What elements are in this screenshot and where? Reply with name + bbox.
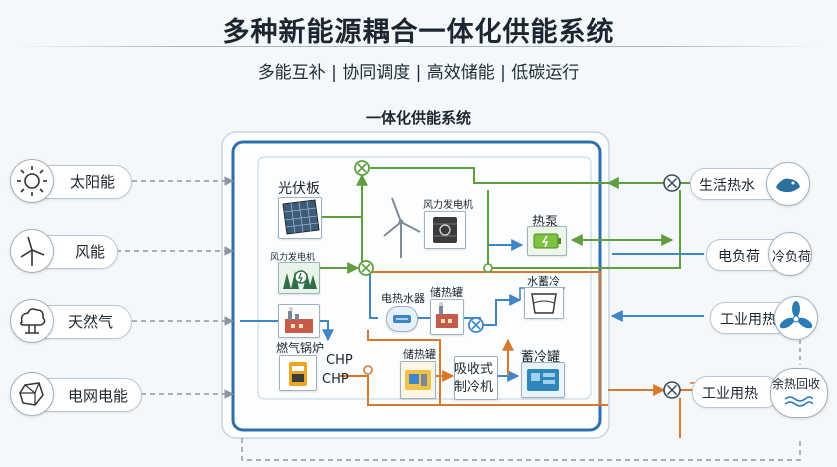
source-wind-label: 风能 [75, 243, 106, 261]
heat-storage-top[interactable] [430, 299, 464, 335]
cold-tank-icon [527, 369, 559, 391]
green-flow-heatpump [487, 190, 681, 269]
boiler-icon [289, 362, 307, 386]
absorption-chiller-label-line2: 制冷机 [454, 380, 494, 395]
wind-gen-left-label: 风力发电机 [270, 253, 316, 263]
blue-flow-chiller [484, 294, 522, 326]
source-grid-icon-circle [10, 372, 54, 416]
gas-component[interactable] [278, 304, 320, 338]
heat-pump[interactable] [527, 226, 567, 256]
junction-dhw [663, 174, 681, 192]
junction-top [354, 160, 370, 176]
source-gas-label: 天然气 [68, 313, 114, 331]
grid-power-icon [19, 382, 44, 406]
orange-flow-main [370, 271, 601, 405]
sun-icon [17, 166, 47, 196]
wind-gen-center-label: 风力发电机 [423, 200, 473, 211]
heat-storage-bottom-label: 储热罐 [403, 348, 436, 361]
output-industrial-heat-1-label: 工业用热 [720, 312, 776, 328]
output-industrial-heat-2-label: 工业用热 [702, 386, 758, 402]
storage-factory-icon [436, 302, 458, 328]
output-dhw-icon-circle [766, 162, 810, 206]
generator-barrel-icon [433, 217, 457, 243]
output-industrial-heat-2-pill[interactable] [692, 376, 780, 408]
factory-icon [285, 307, 313, 333]
source-grid-label: 电网电能 [68, 387, 129, 405]
cold-storage-label: 蓄冷罐 [521, 350, 561, 365]
pv-label: 光伏板 [278, 181, 320, 197]
junction-center [358, 260, 374, 276]
absorption-chiller[interactable] [454, 356, 498, 400]
output-dhw-label: 生活热水 [699, 178, 755, 194]
absorption-chiller-label-line1: 吸收式 [454, 362, 494, 377]
chp-label-1: CHP [326, 353, 353, 368]
water-chiller-label: 水蓄冷 [527, 275, 560, 288]
heat-storage-bottom[interactable] [400, 361, 436, 399]
page-subtitle: 多能互补 | 协同调度 | 高效储能 | 低碳运行 [257, 63, 580, 83]
electric-water-heater-label: 电热水器 [381, 292, 425, 305]
system-frame-inner [257, 156, 592, 400]
wind-turbine-icon [20, 236, 45, 266]
bottom-return-loop [241, 438, 801, 461]
waste-heat-wave-icon [784, 396, 813, 407]
output-waste-heat-label: 余热回收 [772, 377, 821, 391]
gas-boiler-label: 燃气锅炉 [276, 341, 325, 355]
electric-water-heater[interactable] [386, 306, 418, 332]
green-generator-icon [283, 270, 317, 289]
output-cooling-load-circle [768, 232, 812, 276]
output-elec-load-label: 电负荷 [718, 249, 760, 265]
source-gas-icon-circle [10, 299, 54, 343]
water-chiller[interactable] [524, 287, 564, 319]
chp-label-2: CHP [322, 372, 349, 387]
output-industrial-heat-1-icon-circle [774, 296, 818, 340]
blue-flow-center [369, 272, 378, 319]
gas-boiler[interactable] [279, 355, 317, 391]
fan-icon [779, 301, 813, 329]
orange-flow-storage [367, 330, 441, 405]
source-wind-icon-circle [10, 229, 54, 273]
title-divider [14, 46, 823, 47]
wind-gen-left[interactable] [278, 262, 320, 294]
water-tank-icon [531, 293, 557, 314]
solar-panel-icon [282, 199, 320, 235]
wind-gen-center[interactable] [424, 211, 466, 249]
gas-cloud-icon [19, 308, 46, 334]
blue-flow-gas [240, 320, 334, 342]
center-wind-turbine-icon [383, 197, 421, 258]
battery-icon [533, 233, 561, 249]
cold-storage[interactable] [521, 362, 565, 398]
output-cooling-load-label: 冷负荷 [772, 250, 812, 265]
hot-water-icon [776, 178, 800, 193]
heat-storage-top-label: 储热罐 [430, 286, 463, 299]
source-solar-label: 太阳能 [70, 173, 116, 191]
junction-dot-green [483, 263, 493, 273]
pv-panel[interactable] [278, 197, 322, 239]
junction-dot-orange [363, 365, 373, 375]
output-waste-heat-circle [770, 368, 828, 418]
junction-industrial [663, 381, 681, 399]
system-title: 一体化供能系统 [365, 109, 471, 127]
water-heater-icon [393, 315, 411, 323]
orange-flow-chp [340, 375, 608, 406]
green-flow-top [370, 167, 665, 184]
page-title: 多种新能源耦合一体化供能系统 [222, 17, 615, 48]
junction-heater [468, 317, 484, 333]
source-solar-icon-circle [10, 159, 54, 203]
tank-machine-icon [405, 370, 431, 390]
